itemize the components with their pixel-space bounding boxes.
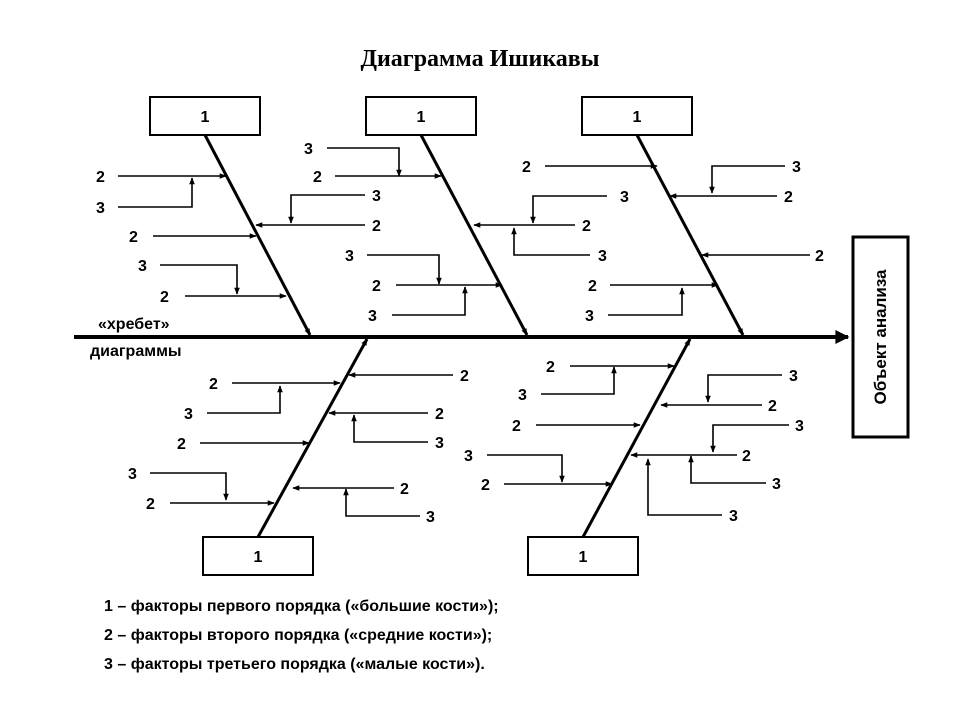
big-bone-arrow xyxy=(419,134,529,336)
spine-label-line2: диаграммы xyxy=(90,343,182,360)
small-bone-arrow xyxy=(351,414,428,443)
small-bone-arrow xyxy=(327,147,402,177)
small-bone-arrow xyxy=(530,195,607,224)
small-label: 3 xyxy=(345,248,354,265)
medium-label: 2 xyxy=(582,218,591,235)
medium-label: 2 xyxy=(146,496,155,513)
small-bone-arrow xyxy=(487,454,565,483)
medium-label: 2 xyxy=(742,448,751,465)
small-label: 3 xyxy=(518,387,527,404)
small-label: 3 xyxy=(598,248,607,265)
big-bone-box-top-2: 1 xyxy=(365,96,477,136)
small-label: 3 xyxy=(795,418,804,435)
medium-label: 2 xyxy=(209,376,218,393)
big-bone-box-top-1: 1 xyxy=(149,96,261,136)
small-bone-arrow xyxy=(541,366,617,395)
medium-label: 2 xyxy=(588,278,597,295)
small-bone-arrow xyxy=(288,194,365,224)
medium-label: 2 xyxy=(177,436,186,453)
small-label: 3 xyxy=(138,258,147,275)
medium-label: 2 xyxy=(372,278,381,295)
medium-label: 2 xyxy=(435,406,444,423)
big-bone-box-top-3: 1 xyxy=(581,96,693,136)
small-bone-arrow xyxy=(705,374,782,403)
small-label: 3 xyxy=(96,200,105,217)
bone-top-2-factors: 3 2 3 2 3 2 3 xyxy=(255,141,503,325)
small-bone-arrow xyxy=(688,455,766,484)
small-bone-arrow xyxy=(160,264,240,295)
medium-label: 2 xyxy=(129,229,138,246)
small-bone-arrow xyxy=(608,287,685,316)
big-bone-arrow xyxy=(581,338,692,538)
medium-label: 2 xyxy=(460,368,469,385)
small-label: 3 xyxy=(128,466,137,483)
small-label: 3 xyxy=(792,159,801,176)
medium-label: 2 xyxy=(96,169,105,186)
small-label: 3 xyxy=(368,308,377,325)
small-label: 3 xyxy=(372,188,381,205)
big-bone-label: 1 xyxy=(254,549,263,566)
big-bone-label: 1 xyxy=(579,549,588,566)
medium-label: 2 xyxy=(768,398,777,415)
bone-top-1-factors: 2 3 2 3 2 xyxy=(96,169,287,306)
big-bone-arrow xyxy=(256,338,369,538)
small-label: 3 xyxy=(435,435,444,452)
small-label: 3 xyxy=(772,476,781,493)
small-bone-arrow xyxy=(511,227,590,256)
bone-bottom-2-factors: 2 3 3 2 2 3 2 3 3 2 3 xyxy=(464,359,804,525)
medium-label: 2 xyxy=(313,169,322,186)
bone-top-3-factors: 2 3 2 3 2 3 2 2 3 xyxy=(473,159,824,325)
big-bone-label: 1 xyxy=(633,109,642,126)
diagram-title: Диаграмма Ишикавы xyxy=(360,46,599,72)
small-bone-arrow xyxy=(710,424,789,453)
big-bone-label: 1 xyxy=(417,109,426,126)
big-bone-box-bottom-2: 1 xyxy=(527,536,639,576)
medium-label: 2 xyxy=(481,477,490,494)
small-bone-arrow xyxy=(709,165,785,194)
object-box xyxy=(851,235,910,439)
legend-line-1: 1 – факторы первого порядка («большие ко… xyxy=(104,598,499,615)
small-bone-arrow xyxy=(150,472,229,501)
medium-label: 2 xyxy=(546,359,555,376)
big-bone-box-bottom-1: 1 xyxy=(202,536,314,576)
medium-label: 2 xyxy=(815,248,824,265)
big-bone-arrow xyxy=(203,134,312,336)
small-label: 3 xyxy=(304,141,313,158)
small-label: 3 xyxy=(585,308,594,325)
medium-label: 2 xyxy=(522,159,531,176)
medium-label: 2 xyxy=(372,218,381,235)
medium-label: 2 xyxy=(512,418,521,435)
small-bone-arrow xyxy=(118,177,195,208)
small-bone-arrow xyxy=(343,488,420,517)
small-bone-arrow xyxy=(645,458,722,516)
spine-label-line1: «хребет» xyxy=(98,316,170,333)
object-label: Объект анализа xyxy=(871,269,890,405)
legend-line-2: 2 – факторы второго порядка («средние ко… xyxy=(104,627,492,644)
small-label: 3 xyxy=(729,508,738,525)
bone-bottom-1-factors: 2 2 3 2 3 2 3 2 2 3 xyxy=(128,368,469,526)
small-bone-arrow xyxy=(207,385,283,414)
small-label: 3 xyxy=(789,368,798,385)
small-label: 3 xyxy=(620,189,629,206)
big-bone-arrow xyxy=(635,134,745,336)
medium-label: 2 xyxy=(400,481,409,498)
medium-label: 2 xyxy=(784,189,793,206)
small-bone-arrow xyxy=(367,254,442,285)
medium-label: 2 xyxy=(160,289,169,306)
small-label: 3 xyxy=(426,509,435,526)
small-bone-arrow xyxy=(392,286,468,316)
small-label: 3 xyxy=(184,406,193,423)
big-bone-label: 1 xyxy=(201,109,210,126)
legend-line-3: 3 – факторы третьего порядка («малые кос… xyxy=(104,656,485,673)
small-label: 3 xyxy=(464,448,473,465)
